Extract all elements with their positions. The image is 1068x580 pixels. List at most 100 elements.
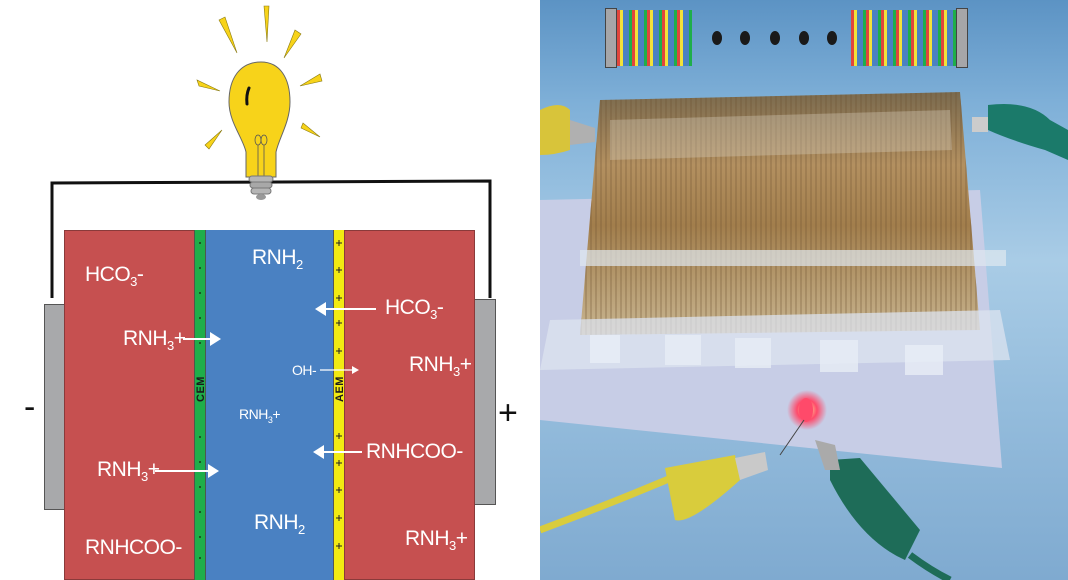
- stripe: [884, 10, 887, 66]
- stripe: [896, 10, 899, 66]
- stack-icon-left: [605, 8, 692, 68]
- acrylic-rail: [580, 250, 1006, 266]
- membrane-stripes: [617, 10, 692, 66]
- stripe: [677, 10, 680, 66]
- light-rays: [196, 5, 323, 150]
- stripe: [902, 10, 908, 66]
- stripe: [623, 10, 629, 66]
- circuit-drawing: [50, 5, 492, 298]
- stripe: [899, 10, 902, 66]
- stripe: [878, 10, 881, 66]
- stripe: [680, 10, 683, 66]
- stripe: [869, 10, 872, 66]
- stripe: [863, 10, 866, 66]
- light-bulb-icon: [228, 61, 291, 200]
- arrow-head: [210, 332, 221, 346]
- stripe: [872, 10, 878, 66]
- cem-dots: [199, 242, 201, 559]
- label-rnh3-right-bottom: RNH3+: [405, 527, 468, 554]
- stripe: [689, 10, 692, 66]
- membrane-stripes: [851, 10, 956, 66]
- stack-photo-panel: [540, 0, 1068, 580]
- stripe: [638, 10, 644, 66]
- photo-illustration: [540, 92, 1068, 580]
- stripe: [941, 10, 944, 66]
- green-clip-top: [988, 104, 1068, 160]
- label-rnh3-left-bottom: RNH3+: [97, 458, 160, 485]
- stripe: [620, 10, 623, 66]
- green-clip-bottom: [830, 458, 920, 560]
- green-cable-bottom: [907, 552, 952, 580]
- middle-chamber: [206, 230, 334, 580]
- negative-terminal-label: -: [24, 388, 36, 426]
- stripe: [932, 10, 938, 66]
- stripe: [866, 10, 869, 66]
- stripe: [917, 10, 923, 66]
- label-rnh2-bottom: RNH2: [254, 511, 305, 538]
- stripe: [857, 10, 863, 66]
- arrow-head: [352, 366, 359, 374]
- endplate-icon: [956, 8, 968, 68]
- acrylic-base: [540, 310, 1010, 370]
- label-rnhcoo-left: RNHCOO-: [85, 536, 182, 559]
- left-chamber: [64, 230, 195, 580]
- stripe: [659, 10, 662, 66]
- arrow-head: [315, 302, 326, 316]
- endplate-icon: [605, 8, 617, 68]
- stripe: [650, 10, 653, 66]
- stripe: [923, 10, 926, 66]
- label-hco3-right: HCO3-: [385, 296, 444, 323]
- ion-flux-arrows: [155, 302, 376, 478]
- stripe: [683, 10, 689, 66]
- label-hco3-left: HCO3-: [85, 263, 144, 290]
- ellipsis-dot: [770, 31, 780, 45]
- stripe: [893, 10, 896, 66]
- stripe: [854, 10, 857, 66]
- stripe: [953, 10, 956, 66]
- stripe: [617, 10, 620, 66]
- aem-plus-marks: [336, 240, 342, 549]
- stripe: [947, 10, 953, 66]
- stripe: [632, 10, 635, 66]
- stripe: [668, 10, 674, 66]
- stripe: [887, 10, 893, 66]
- yellow-clip-bottom: [665, 455, 740, 521]
- positive-terminal-label: +: [498, 394, 518, 432]
- label-rnh2-top: RNH2: [252, 246, 303, 273]
- ellipsis-dot: [740, 31, 750, 45]
- ellipsis-dot: [799, 31, 809, 45]
- label-rnhcoo-right: RNHCOO-: [366, 440, 463, 463]
- stripe: [881, 10, 884, 66]
- stripe: [914, 10, 917, 66]
- aem-label: AEM: [333, 376, 346, 402]
- stack-icon-right: [851, 8, 968, 68]
- stripe: [908, 10, 911, 66]
- yellow-cable-top: [540, 105, 570, 155]
- arrow-head: [208, 464, 219, 478]
- stripe: [662, 10, 665, 66]
- cation-exchange-membrane: [194, 230, 206, 580]
- label-rnh3-right-top: RNH3+: [409, 353, 472, 380]
- ellipsis-dot: [827, 31, 837, 45]
- stripe: [665, 10, 668, 66]
- label-rnh3-middle: RNH3+: [239, 406, 281, 425]
- stripe: [635, 10, 638, 66]
- stripe: [911, 10, 914, 66]
- stripe: [938, 10, 941, 66]
- stripe: [653, 10, 659, 66]
- label-rnh3-left-top: RNH3+: [123, 327, 186, 354]
- right-chamber: [344, 230, 475, 580]
- stripe: [674, 10, 677, 66]
- stripe: [926, 10, 929, 66]
- membrane-marks: [155, 240, 376, 559]
- schematic-panel: - + C: [24, 5, 518, 580]
- stripe: [629, 10, 632, 66]
- stripe: [851, 10, 854, 66]
- acrylic-feet: [590, 335, 943, 375]
- stripe: [647, 10, 650, 66]
- stripe: [944, 10, 947, 66]
- cem-label: CEM: [194, 376, 207, 402]
- charge: -: [136, 263, 144, 286]
- stripe: [644, 10, 647, 66]
- led-icon: [799, 398, 813, 422]
